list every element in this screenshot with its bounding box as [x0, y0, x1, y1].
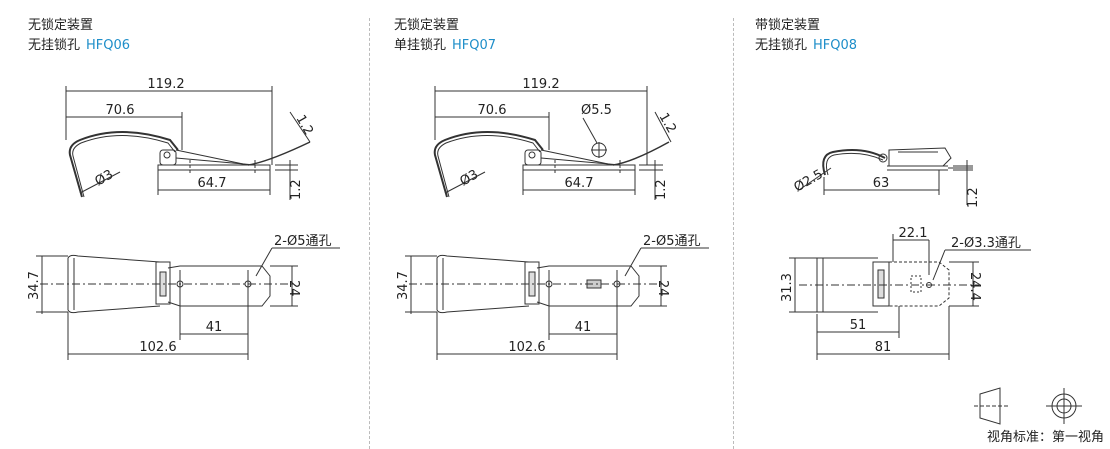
dim-length: 119.2 — [522, 77, 559, 92]
separator-2 — [733, 18, 734, 449]
dim-thickness: 1.2 — [289, 179, 304, 200]
dim-lock-hole: Ø5.5 — [581, 103, 612, 118]
dim-wire: Ø3 — [93, 167, 117, 189]
dim-overall: 102.6 — [508, 340, 545, 355]
panel-hfq08: 带锁定装置 无挂锁孔 HFQ08 — [733, 0, 1110, 449]
lock-type-label: 无锁定装置 — [394, 18, 460, 33]
lock-type-label: 无锁定装置 — [28, 18, 94, 33]
model-code: HFQ08 — [813, 38, 858, 53]
dim-arm: 70.6 — [478, 103, 507, 118]
dim-overall: 81 — [875, 340, 892, 355]
hole-note: 2-Ø3.3通孔 — [951, 236, 1021, 251]
padlock-label: 无挂锁孔 — [28, 38, 81, 53]
dim-width: 24 — [286, 280, 301, 297]
dim-top: 22.1 — [899, 226, 928, 241]
panel-hfq06: 无锁定装置 无挂锁孔 HFQ06 — [0, 0, 369, 449]
dim-height: 31.3 — [780, 273, 795, 302]
hfq07-drawing: 119.2 70.6 Ø5.5 64.7 1.2 1.2 Ø3 34.7 24 … — [396, 77, 709, 360]
panel-title: 带锁定装置 无挂锁孔 HFQ08 — [755, 16, 857, 56]
dim-hole-spacing: 51 — [850, 318, 867, 333]
first-angle-projection-icon — [974, 387, 1082, 425]
dim-hole-spacing: 41 — [575, 320, 592, 335]
panel-title: 无锁定装置 单挂锁孔 HFQ07 — [394, 16, 496, 56]
hfq06-drawing: 119.2 70.6 64.7 1.2 1.2 Ø3 34.7 24 41 10… — [27, 77, 340, 360]
dim-thickness: 1.2 — [966, 187, 981, 208]
panel-hfq07: 无锁定装置 单挂锁孔 HFQ07 — [369, 0, 733, 449]
panel-title: 无锁定装置 无挂锁孔 HFQ06 — [28, 16, 130, 56]
dim-wire: Ø3 — [458, 167, 482, 189]
hfq08-drawing: Ø2.5 63 1.2 22.1 2-Ø3.3通孔 31.3 24.4 51 8… — [780, 147, 1031, 360]
lock-type-label: 带锁定装置 — [755, 18, 821, 33]
dim-base: 64.7 — [565, 176, 594, 191]
separator-1 — [369, 18, 370, 449]
dim-overall: 102.6 — [139, 340, 176, 355]
dim-thickness-top: 1.2 — [293, 113, 316, 138]
dim-arm: 70.6 — [106, 103, 135, 118]
dim-height: 34.7 — [396, 271, 411, 300]
dim-hole-spacing: 41 — [206, 320, 223, 335]
dim-thickness-top: 1.2 — [656, 111, 679, 136]
hole-note: 2-Ø5通孔 — [643, 234, 700, 249]
hole-note: 2-Ø5通孔 — [274, 234, 331, 249]
model-code: HFQ07 — [452, 38, 497, 53]
dim-thickness: 1.2 — [654, 179, 669, 200]
dim-width: 24.4 — [967, 272, 982, 301]
view-standard-label: 视角标准：第一视角 — [986, 430, 1104, 445]
dim-base: 63 — [873, 176, 890, 191]
padlock-label: 无挂锁孔 — [755, 38, 808, 53]
padlock-label: 单挂锁孔 — [394, 38, 447, 53]
model-code: HFQ06 — [86, 38, 131, 53]
dim-length: 119.2 — [147, 77, 184, 92]
dim-width: 24 — [655, 280, 670, 297]
dim-height: 34.7 — [27, 271, 42, 300]
dim-base: 64.7 — [198, 176, 227, 191]
dim-wire: Ø2.5 — [792, 167, 826, 195]
